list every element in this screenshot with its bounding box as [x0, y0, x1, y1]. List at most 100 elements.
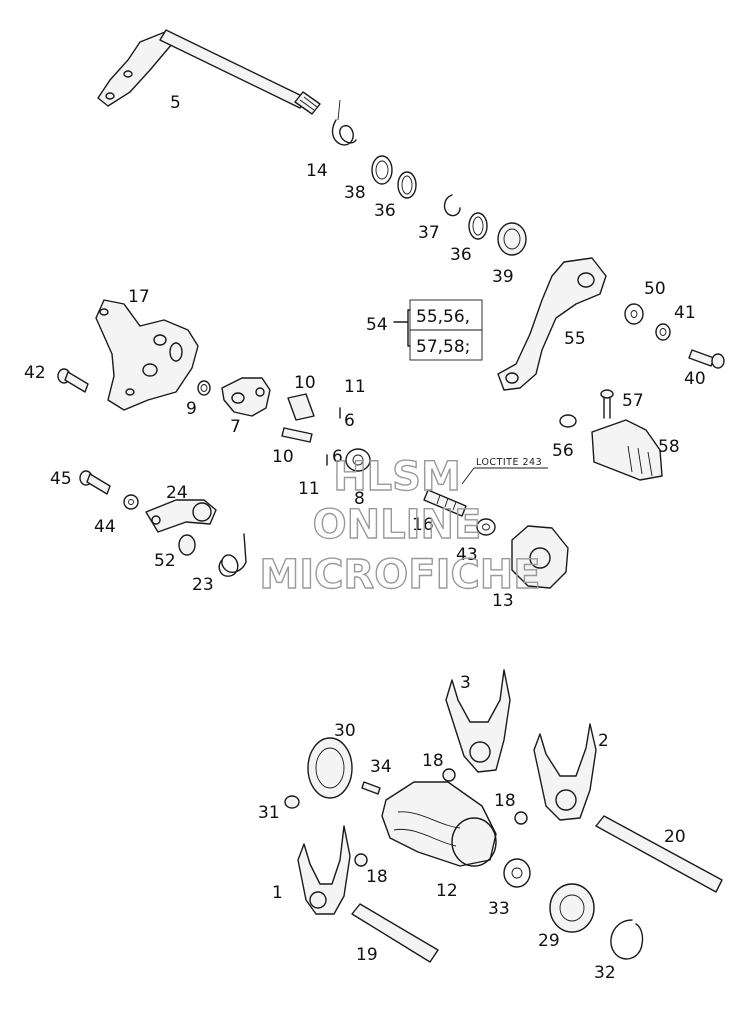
kit-box-line2: 57,58;	[416, 337, 470, 357]
callout-45: 45	[50, 469, 72, 489]
part-23-spring	[218, 533, 247, 577]
callout-18-middle: 18	[494, 791, 516, 811]
part-43-washer	[476, 518, 496, 536]
callout-50: 50	[644, 279, 666, 299]
part-57-pin	[600, 389, 614, 419]
callout-24: 24	[166, 483, 188, 503]
callout-58: 58	[658, 437, 680, 457]
watermark-line3: MICROFICHE	[259, 552, 540, 598]
loctite-note: LOCTITE 243	[461, 457, 548, 485]
part-32-circlip	[610, 919, 644, 960]
part-36-washer-lower	[468, 212, 488, 240]
callout-23: 23	[192, 575, 214, 595]
part-52-sleeve	[178, 534, 196, 556]
part-10-slide-block	[287, 393, 315, 421]
callout-10-upper: 10	[294, 373, 316, 393]
part-33-washer	[503, 858, 531, 888]
part-36-washer-upper	[397, 171, 417, 199]
part-18-roller-lower	[354, 853, 368, 867]
part-9-washer	[197, 380, 211, 396]
callout-33: 33	[488, 899, 510, 919]
part-1-shift-fork	[297, 825, 351, 915]
callout-57: 57	[622, 391, 644, 411]
part-13-shift-drum-cam	[511, 525, 569, 589]
callout-20: 20	[664, 827, 686, 847]
part-2-shift-fork	[533, 723, 597, 821]
part-7-shift-lever	[221, 377, 271, 417]
part-17-bracket	[95, 299, 199, 411]
part-18-roller-upper	[442, 768, 456, 782]
callout-19: 19	[356, 945, 378, 965]
callout-29: 29	[538, 931, 560, 951]
part-38-washer	[371, 155, 393, 185]
part-58-foot-peg	[591, 419, 663, 481]
part-5-shift-shaft	[97, 29, 321, 115]
callout-17: 17	[128, 287, 150, 307]
part-16-threaded-pin	[423, 489, 467, 517]
callout-36-lower: 36	[450, 245, 472, 265]
callout-37: 37	[418, 223, 440, 243]
callout-12: 12	[436, 881, 458, 901]
part-45-bolt	[79, 470, 111, 495]
callout-5: 5	[170, 93, 181, 113]
part-20-shift-rail	[595, 815, 723, 893]
callout-13: 13	[492, 591, 514, 611]
part-34-pin	[361, 781, 381, 795]
callout-44: 44	[94, 517, 116, 537]
loctite-note-label: LOCTITE 243	[476, 457, 542, 468]
callout-56: 56	[552, 441, 574, 461]
callout-41: 41	[674, 303, 696, 323]
callout-14: 14	[306, 161, 328, 181]
callout-numbers: 5 14 38 36 37 36 39 17 42 9 7 10 10 11 6…	[24, 93, 706, 983]
callout-52: 52	[154, 551, 176, 571]
callout-43: 43	[456, 545, 478, 565]
callout-30: 30	[334, 721, 356, 741]
watermark-line1: HLSM	[333, 454, 461, 500]
callout-11-upper: 11	[344, 377, 366, 397]
callout-9: 9	[186, 399, 197, 419]
part-3-shift-fork	[445, 669, 511, 773]
part-41-spring-washer	[655, 323, 671, 341]
part-14-spring	[331, 99, 357, 146]
callout-3: 3	[460, 673, 471, 693]
callout-38: 38	[344, 183, 366, 203]
part-10-pin	[281, 427, 313, 443]
callout-1: 1	[272, 883, 283, 903]
kit-54-bracket: 55,56, 57,58;	[393, 299, 483, 361]
part-31-screw	[284, 795, 300, 809]
callout-2: 2	[598, 731, 609, 751]
callout-42: 42	[24, 363, 46, 383]
callout-32: 32	[594, 963, 616, 983]
watermark-line2: ONLINE	[313, 502, 482, 548]
callout-54: 54	[366, 315, 388, 335]
part-39-bearing	[497, 222, 527, 256]
callout-8: 8	[354, 489, 365, 509]
callout-6-lower: 6	[332, 447, 343, 467]
callout-40: 40	[684, 369, 706, 389]
callout-18-upper: 18	[422, 751, 444, 771]
part-42-bolt	[57, 368, 89, 393]
part-29-bearing	[549, 883, 595, 933]
part-50-washer	[624, 303, 644, 325]
part-56-spring	[559, 414, 577, 428]
part-19-shift-rail	[351, 903, 439, 963]
part-44-washer	[123, 494, 139, 510]
callout-39: 39	[492, 267, 514, 287]
part-55-shift-lever	[497, 257, 607, 391]
watermark: HLSM ONLINE MICROFICHE	[259, 453, 542, 598]
part-37-circlip	[443, 194, 461, 217]
callout-55: 55	[564, 329, 586, 349]
kit-box-line1: 55,56,	[416, 307, 470, 327]
callout-7: 7	[230, 417, 241, 437]
part-18-roller-middle	[514, 811, 528, 825]
part-8-washer	[345, 448, 371, 472]
callout-36-upper: 36	[374, 201, 396, 221]
callout-18-lower: 18	[366, 867, 388, 887]
part-24-locking-lever	[145, 499, 217, 533]
callout-6-upper: 6	[344, 411, 355, 431]
callout-16: 16	[412, 515, 434, 535]
part-12-shift-drum	[381, 781, 497, 867]
callout-34: 34	[370, 757, 392, 777]
part-30-bearing	[307, 737, 353, 799]
